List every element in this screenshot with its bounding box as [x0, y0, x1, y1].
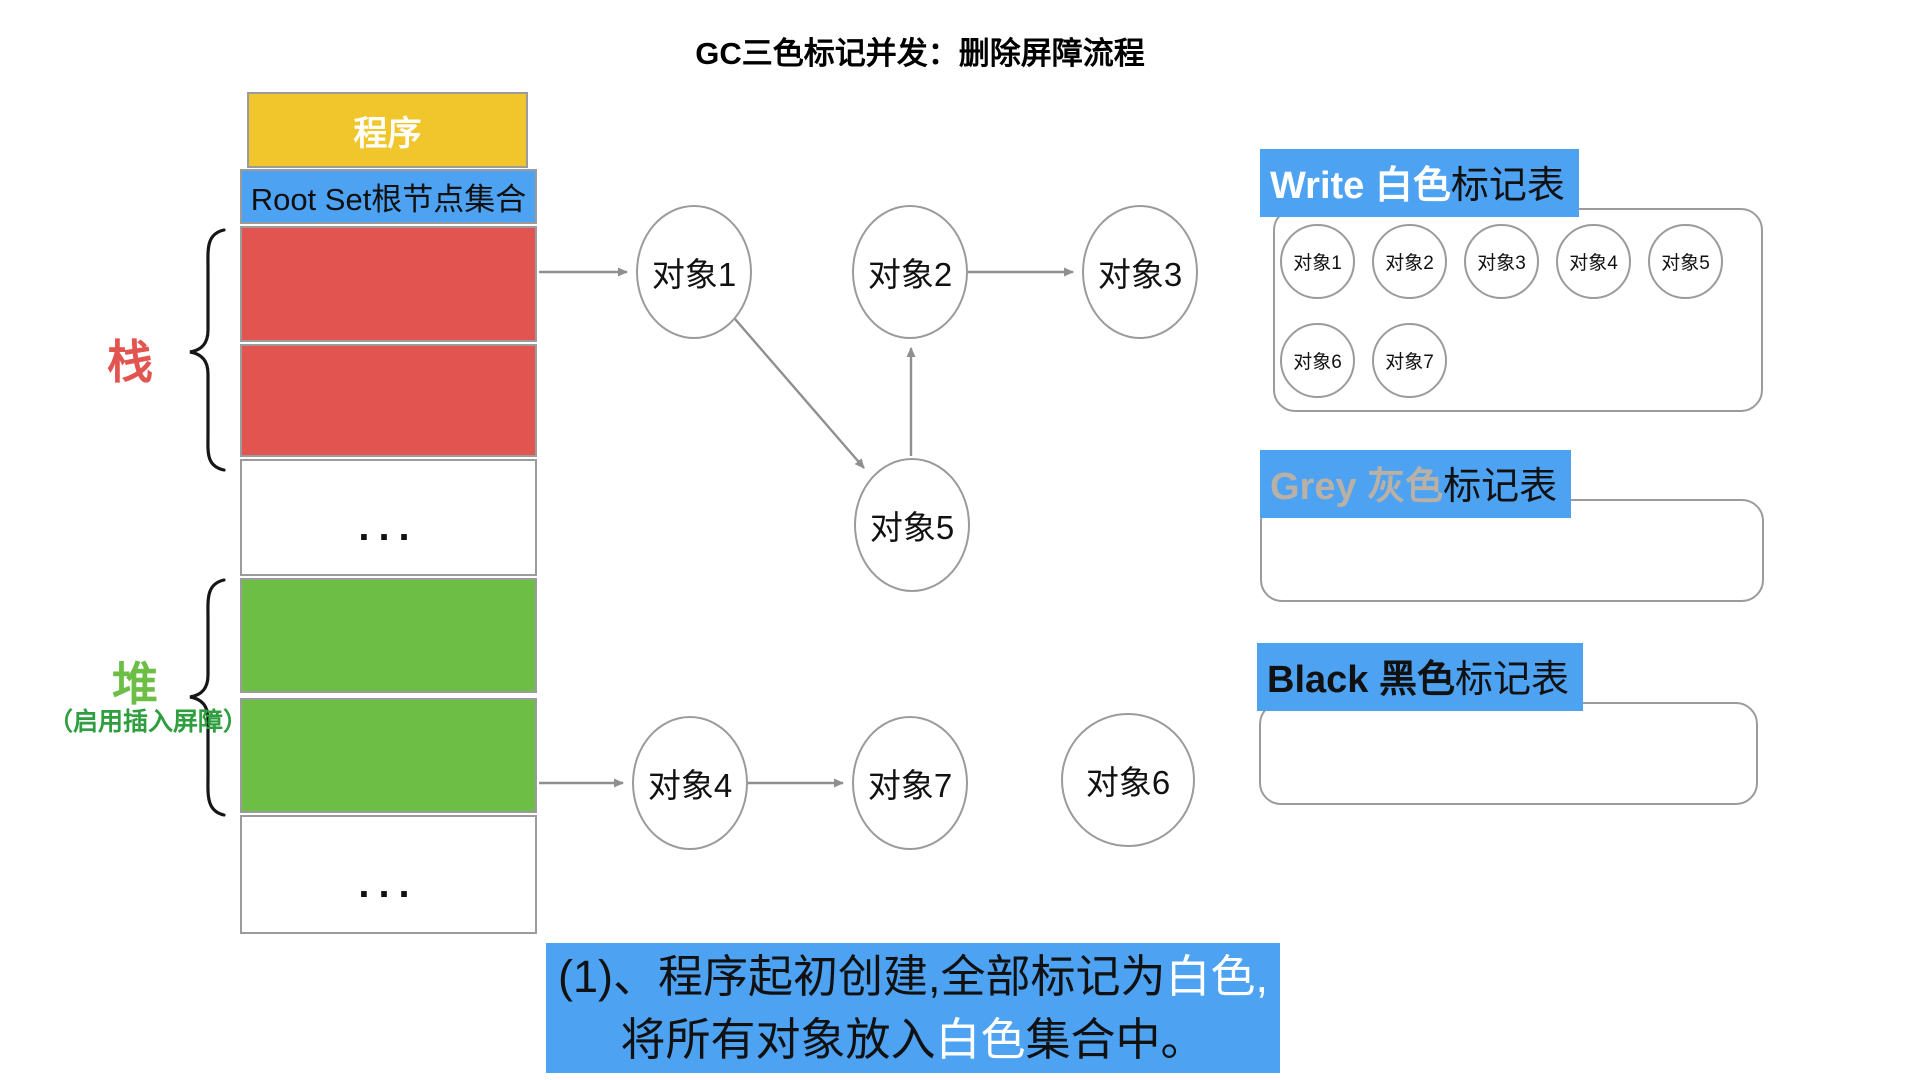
- mini-node-label: 对象5: [1661, 253, 1710, 274]
- node-obj6: 对象6: [1061, 713, 1195, 847]
- stack-slot-2: [240, 344, 537, 457]
- node-obj4: 对象4: [632, 716, 748, 850]
- white-table-item: 对象4: [1556, 224, 1631, 299]
- rootset-bar: Root Set根节点集合: [240, 169, 537, 224]
- stack-label: 栈: [107, 336, 153, 388]
- node-label: 对象3: [1097, 256, 1183, 293]
- black-table-header: Black 黑色标记表: [1257, 643, 1583, 711]
- heap-note-label: （启用插入屏障）: [48, 708, 249, 736]
- rootset-label: Root Set根节点集合: [250, 182, 527, 217]
- memory-ellipsis-box-1: ...: [240, 459, 537, 576]
- mini-node-label: 对象3: [1477, 253, 1526, 274]
- caption-text: 集合中。: [1025, 1014, 1206, 1065]
- heap-slot-2: [240, 698, 537, 813]
- white-table-item: 对象7: [1372, 323, 1447, 398]
- white-table-item: 对象2: [1372, 224, 1447, 299]
- caption-highlight: 白色,: [1165, 951, 1269, 1002]
- black-table-panel: [1259, 702, 1758, 805]
- node-label: 对象1: [651, 256, 737, 293]
- black-table-title-highlight: Black 黑色: [1267, 659, 1455, 701]
- node-obj1: 对象1: [636, 205, 752, 339]
- caption-text: 将所有对象放入: [620, 1014, 936, 1065]
- heap-label: 堆: [112, 658, 158, 710]
- stack-brace: [189, 228, 226, 472]
- heap-slot-1: [240, 578, 537, 693]
- caption-text: (1)、程序起初创建,全部标记为: [557, 951, 1166, 1002]
- white-table-item: 对象5: [1648, 224, 1723, 299]
- memory-ellipsis-box-2: ...: [240, 815, 537, 934]
- node-label: 对象4: [647, 767, 733, 804]
- white-table-header: Write 白色标记表: [1260, 149, 1579, 217]
- heap-brace: [189, 578, 226, 817]
- program-label: 程序: [353, 114, 422, 153]
- stack-slot-1: [240, 226, 537, 342]
- white-table-item: 对象3: [1464, 224, 1539, 299]
- program-box: 程序: [247, 92, 528, 168]
- arrow-obj1-to-obj5: [734, 318, 865, 469]
- ellipsis-text: ...: [358, 505, 419, 549]
- white-table-title-rest: 标记表: [1450, 165, 1565, 207]
- grey-table-title-rest: 标记表: [1443, 466, 1558, 508]
- node-label: 对象5: [869, 509, 955, 546]
- black-table-title-rest: 标记表: [1454, 659, 1569, 701]
- page-title: GC三色标记并发：删除屏障流程: [695, 36, 1145, 71]
- ellipsis-text: ...: [358, 862, 419, 906]
- node-obj2: 对象2: [852, 205, 968, 339]
- mini-node-label: 对象7: [1385, 352, 1434, 373]
- node-obj5: 对象5: [854, 458, 970, 592]
- step-caption: (1)、程序起初创建,全部标记为白色, 将所有对象放入白色集合中。: [546, 943, 1280, 1073]
- white-table-title-highlight: Write 白色: [1270, 165, 1451, 207]
- node-obj3: 对象3: [1082, 205, 1198, 339]
- mini-node-label: 对象2: [1385, 253, 1434, 274]
- node-label: 对象6: [1085, 764, 1171, 801]
- caption-line-2: 将所有对象放入白色集合中。: [620, 1008, 1205, 1071]
- caption-highlight: 白色: [935, 1014, 1026, 1065]
- node-label: 对象7: [867, 767, 953, 804]
- node-label: 对象2: [867, 256, 953, 293]
- white-table-item: 对象6: [1280, 323, 1355, 398]
- mini-node-label: 对象6: [1293, 352, 1342, 373]
- mini-node-label: 对象4: [1569, 253, 1618, 274]
- white-table-item: 对象1: [1280, 224, 1355, 299]
- grey-table-header: Grey 灰色标记表: [1260, 450, 1572, 518]
- node-obj7: 对象7: [852, 716, 968, 850]
- caption-line-1: (1)、程序起初创建,全部标记为白色,: [558, 945, 1268, 1008]
- grey-table-title-highlight: Grey 灰色: [1270, 466, 1444, 508]
- mini-node-label: 对象1: [1293, 253, 1342, 274]
